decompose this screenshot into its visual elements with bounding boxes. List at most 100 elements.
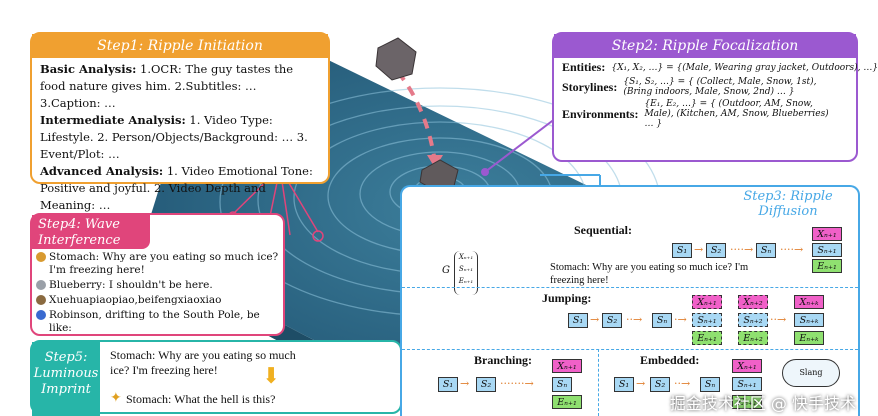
jmp-s1: S₁ [568, 313, 588, 328]
environments-label: Environments: [562, 106, 639, 121]
step3-title: Step3: Ripple Diffusion [743, 189, 833, 219]
step2-title: Step2: Ripple Focalization [554, 34, 856, 58]
jmp-sn1: Sₙ₊₁ [692, 313, 722, 327]
medal-silver-icon [36, 280, 46, 290]
imprint-line-2: Stomach: What the hell is this? [126, 392, 276, 406]
advanced-analysis-label: Advanced Analysis: [40, 164, 164, 178]
divider-1 [402, 287, 858, 288]
seq-arrow-1: → [694, 243, 704, 256]
advanced-analysis-text: 1. Video Emotional Tone: Positive and jo… [40, 164, 313, 212]
sequential-label: Sequential: [574, 223, 633, 237]
step4-panel: Step4: Wave Interference Stomach: Why ar… [30, 213, 285, 336]
emb-arrow-1: → [636, 377, 646, 390]
emb-en1: Eₙ₊₁ [732, 395, 762, 409]
storylines-row: Storylines: {S₁, S₂, …} = { (Collect, Ma… [562, 77, 848, 97]
step1-body: Basic Analysis: 1.OCR: The guy tastes th… [32, 58, 328, 217]
basic-analysis-text: 1.OCR: The guy tastes the food nature gi… [40, 62, 294, 110]
jmp-sn2: Sₙ₊₂ [738, 313, 768, 327]
focal-pointer [484, 114, 561, 173]
br-arrow-1: → [460, 377, 470, 390]
seq-caption: Stomach: Why are you eating so much ice?… [550, 262, 749, 286]
jmp-xn1: Xₙ₊₁ [692, 295, 722, 309]
focal-dot [481, 168, 489, 176]
entities-math: {X₁, X₂, …} = {(Male, Wearing gray jacke… [611, 62, 878, 73]
medal-gold-icon [36, 252, 46, 262]
jmp-arrow-2: ··→ [626, 313, 643, 326]
jmp-enk: Eₙ₊ₖ [794, 331, 824, 345]
environments-math: {E₁, E₂, …} = { (Outdoor, AM, Snow, Male… [644, 99, 829, 129]
down-arrow-icon: ⬇ [262, 364, 281, 389]
br-arrow-2: ·······→ [500, 377, 534, 390]
br-s2: S₂ [476, 377, 496, 392]
jmp-s2: S₂ [602, 313, 622, 328]
intermediate-analysis-label: Intermediate Analysis: [40, 113, 186, 127]
rock-top [375, 37, 417, 81]
comment-item: Robinson, drifting to the South Pole, be… [36, 309, 279, 335]
seq-xn1: Xₙ₊₁ [812, 227, 842, 241]
g-matrix: Xₙ₊₁ Sₙ₊₁ Eₙ₊₁ [454, 251, 478, 295]
comment-item: Xuehuapiaopiao,beifengxiaoxiao [36, 294, 279, 307]
seq-sn1: Sₙ₊₁ [812, 243, 842, 257]
emb-sn: Sₙ [700, 377, 720, 392]
comments-list: Stomach: Why are you eating so much ice?… [32, 249, 283, 337]
seq-arrow-3: ····→ [780, 243, 804, 256]
step3-panel: Step3: Ripple Diffusion G Xₙ₊₁ Sₙ₊₁ Eₙ₊₁… [400, 185, 860, 416]
seq-s2: S₂ [706, 243, 726, 258]
jmp-en2: Eₙ₊₂ [738, 331, 768, 345]
jmp-arrow-4: ··→ [770, 313, 787, 326]
emb-s2: S₂ [650, 377, 670, 392]
jmp-snk: Sₙ₊ₖ [794, 313, 824, 327]
storylines-label: Storylines: [562, 79, 618, 94]
step2-panel: Step2: Ripple Focalization Entities: {X₁… [552, 32, 878, 162]
divider-2 [402, 349, 858, 350]
jmp-xnk: Xₙ₊ₖ [794, 295, 824, 309]
step5-panel: Step5: Luminous Imprint Stomach: Why are… [30, 340, 402, 416]
storylines-math: {S₁, S₂, …} = { (Collect, Male, Snow, 1s… [623, 77, 817, 97]
g-e: Eₙ₊₁ [458, 277, 474, 285]
watermark: 掘金技术社区 @ 快手技术 [669, 394, 856, 413]
jumping-label: Jumping: [542, 291, 592, 305]
environments-row: Environments: {E₁, E₂, …} = { (Outdoor, … [562, 99, 848, 129]
seq-s1: S₁ [672, 243, 692, 258]
basic-analysis-label: Basic Analysis: [40, 62, 137, 76]
comment-item: Blueberry: I shouldn't be here. [36, 279, 279, 292]
trajectory-arrowhead [427, 155, 443, 168]
br-en1: Eₙ₊₁ [552, 395, 582, 409]
br-xn1: Xₙ₊₁ [552, 359, 582, 373]
comment-text: Blueberry: I shouldn't be here. [49, 279, 213, 291]
jmp-xn2: Xₙ₊₂ [738, 295, 768, 309]
divider-3 [598, 349, 599, 416]
br-sn: Sₙ [552, 377, 572, 392]
emb-s1: S₁ [614, 377, 634, 392]
seq-en1: Eₙ₊₁ [812, 259, 842, 273]
step4-title: Step4: Wave Interference [32, 215, 150, 249]
g-x: Xₙ₊₁ [458, 253, 474, 261]
comment-text: Xuehuapiaopiao,beifengxiaoxiao [49, 294, 222, 306]
intermediate-analysis-text: 1. Video Type: Lifestyle. 2. Person/Obje… [40, 113, 308, 161]
comment-text: Robinson, drifting to the South Pole, be… [49, 309, 260, 334]
entities-label: Entities: [562, 60, 606, 74]
jmp-sn: Sₙ [652, 313, 672, 328]
emb-xn1: Xₙ₊₁ [732, 359, 762, 373]
interference-node-2 [312, 230, 324, 242]
embedded-label: Embedded: [640, 353, 700, 367]
step1-title: Step1: Ripple Initiation [32, 34, 328, 58]
seq-sn: Sₙ [756, 243, 776, 258]
step1-panel: Step1: Ripple Initiation Basic Analysis:… [30, 32, 330, 212]
comment-item: Stomach: Why are you eating so much ice?… [36, 251, 279, 277]
g-label: G [442, 265, 450, 276]
jmp-en1: Eₙ₊₁ [692, 331, 722, 345]
emb-arrow-2: ··→ [674, 377, 691, 390]
jmp-arrow-1: → [590, 313, 600, 326]
entities-row: Entities: {X₁, X₂, …} = {(Male, Wearing … [562, 60, 878, 75]
seq-arrow-2: ····→ [730, 243, 754, 256]
medal-bronze-icon [36, 295, 46, 305]
emb-sn1: Sₙ₊₁ [732, 377, 762, 391]
branching-label: Branching: [474, 353, 533, 367]
step5-title: Step5: Luminous Imprint [32, 342, 100, 416]
blue-dot-icon [36, 310, 46, 320]
br-s1: S₁ [438, 377, 458, 392]
jmp-arrow-3: ·→ [674, 313, 687, 326]
sparkle-icon: ✦ [110, 390, 122, 406]
